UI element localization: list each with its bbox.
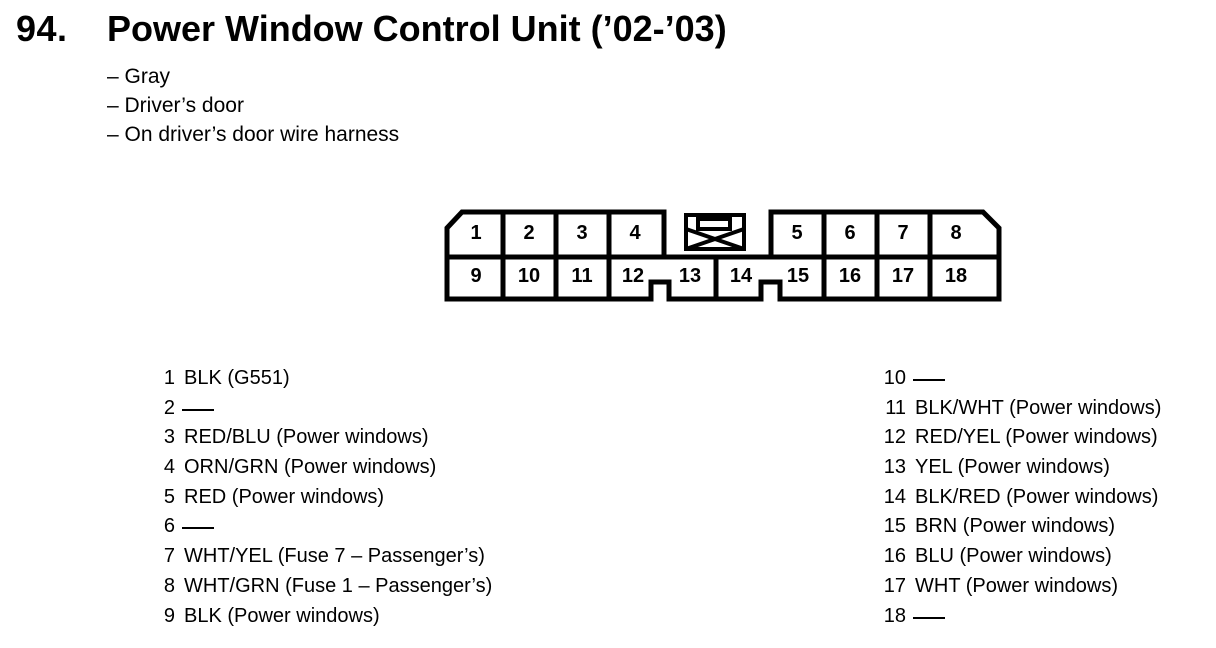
pin-number: 12 [883,426,906,449]
pin-row: 1 BLK (G551) [150,364,492,394]
cavity-label: 11 [571,265,592,287]
pin-number: 10 [883,367,906,389]
pin-row: 15 BRN (Power windows) [880,512,1161,542]
pin-number: 3 [163,426,175,449]
info-color: – Gray [107,65,171,88]
pin-description: ORN/GRN (Power windows) [184,456,437,479]
cavity-label: 7 [897,222,908,244]
pin-row: 11 BLK/WHT (Power windows) [880,394,1161,424]
pin-row: 5 RED (Power windows) [150,483,492,513]
cavity-label: 8 [950,222,961,244]
pin-row: 13 YEL (Power windows) [880,453,1161,483]
pin-row: 8 WHT/GRN (Fuse 1 – Passenger’s) [150,572,492,602]
cavity-label: 15 [787,265,809,287]
locking-tab-icon [684,213,746,251]
pin-description: RED (Power windows) [184,485,385,508]
connector-diagram: 1 2 3 4 5 6 7 8 9 10 11 12 13 14 15 16 1… [444,209,1002,302]
pin-row: 2 [150,394,492,424]
pin-number: 6 [163,515,175,538]
bottom-row-cells [500,257,933,299]
cavity-label: 14 [730,265,753,287]
pin-number: 1 [163,367,175,389]
cavity-label: 4 [629,222,641,244]
cavity-label: 1 [470,222,481,244]
pin-row: 17 WHT (Power windows) [880,572,1161,602]
unused-pin-dash [913,616,945,619]
pin-row: 14 BLK/RED (Power windows) [880,483,1161,513]
cavity-label: 10 [518,265,540,287]
pin-number: 17 [883,574,906,597]
pin-row: 16 BLU (Power windows) [880,542,1161,572]
pin-number: 4 [163,456,175,479]
cavity-label: 16 [839,265,861,287]
cavity-label: 12 [622,265,644,287]
pin-number: 15 [883,515,906,538]
pin-number: 7 [163,545,175,568]
pin-number: 11 [885,396,906,419]
pin-description: BLU (Power windows) [915,545,1112,568]
unused-pin-dash [182,408,214,411]
pin-description: WHT (Power windows) [915,574,1118,597]
pin-number: 13 [883,456,906,479]
pin-number: 5 [163,485,175,508]
info-harness: – On driver’s door wire harness [107,123,400,146]
pin-row: 10 [880,364,1161,394]
cavity-label: 5 [791,222,802,244]
pin-description: BLK (G551) [184,367,290,389]
connector-info: – Gray – Driver’s door – On driver’s doo… [107,62,399,149]
pin-description: BLK/RED (Power windows) [915,485,1159,508]
cavity-label: 3 [576,222,587,244]
pin-description: WHT/YEL (Fuse 7 – Passenger’s) [184,545,485,568]
unused-pin-dash [913,379,945,381]
cavity-label: 18 [945,265,967,287]
pin-number: 8 [163,574,175,597]
pin-list-left: 1 BLK (G551) 2 3 RED/BLU (Power windows) 4… [150,364,492,631]
pin-description: RED/YEL (Power windows) [915,426,1158,449]
pin-row: 6 [150,512,492,542]
pin-description: BRN (Power windows) [915,515,1116,538]
pin-number: 16 [883,545,906,568]
pin-row: 9 BLK (Power windows) [150,602,492,632]
info-location: – Driver’s door [107,94,244,117]
pin-row: 3 RED/BLU (Power windows) [150,423,492,453]
cavity-label: 9 [470,265,481,287]
cavity-label: 6 [844,222,855,244]
unused-pin-dash [182,527,214,530]
pin-number: 2 [163,396,175,419]
cavity-label: 17 [892,265,914,287]
pin-description: WHT/GRN (Fuse 1 – Passenger’s) [184,574,493,597]
pin-list-right: 10 11 BLK/WHT (Power windows) 12 RED/YEL (… [880,364,1162,632]
pin-number: 14 [883,485,906,508]
pin-description: RED/BLU (Power windows) [184,426,429,449]
pin-row: 4 ORN/GRN (Power windows) [150,453,492,483]
pin-row: 18 [880,602,1161,632]
cavity-label: 13 [679,265,701,287]
pin-number: 9 [163,604,175,627]
cavity-label: 2 [523,222,534,244]
section-number: 94. [16,8,68,49]
pin-description: BLK/WHT (Power windows) [915,396,1162,419]
pin-number: 18 [883,604,906,627]
pin-description: BLK (Power windows) [184,604,380,627]
pin-row: 12 RED/YEL (Power windows) [880,423,1161,453]
top-row-cells [447,212,999,260]
page-title: Power Window Control Unit (’02-’03) [107,8,727,49]
pin-row: 7 WHT/YEL (Fuse 7 – Passenger’s) [150,542,492,572]
pin-description: YEL (Power windows) [915,456,1110,479]
